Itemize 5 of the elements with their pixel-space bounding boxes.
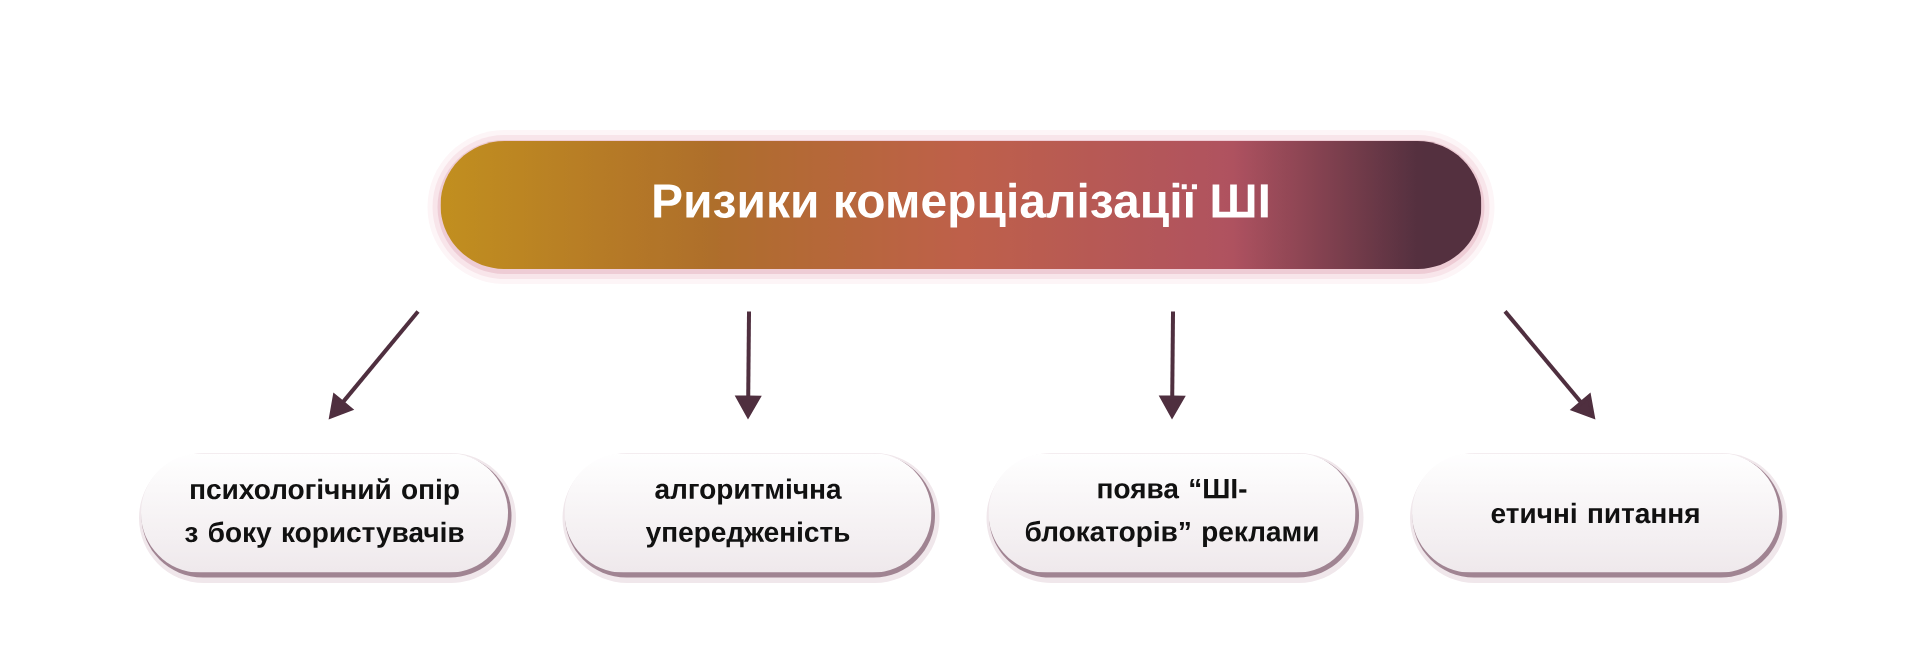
risk-pill: етичні питання	[1410, 453, 1787, 583]
risk-pill: поява “ШІ-блокаторів” реклами	[986, 453, 1364, 583]
risk-pill: алгоритмічна упередженість	[562, 453, 940, 583]
title-pill: Ризики комерціалізації ШІ	[427, 130, 1495, 284]
risk-pill: психологічний опір з боку користувачів	[139, 453, 516, 583]
